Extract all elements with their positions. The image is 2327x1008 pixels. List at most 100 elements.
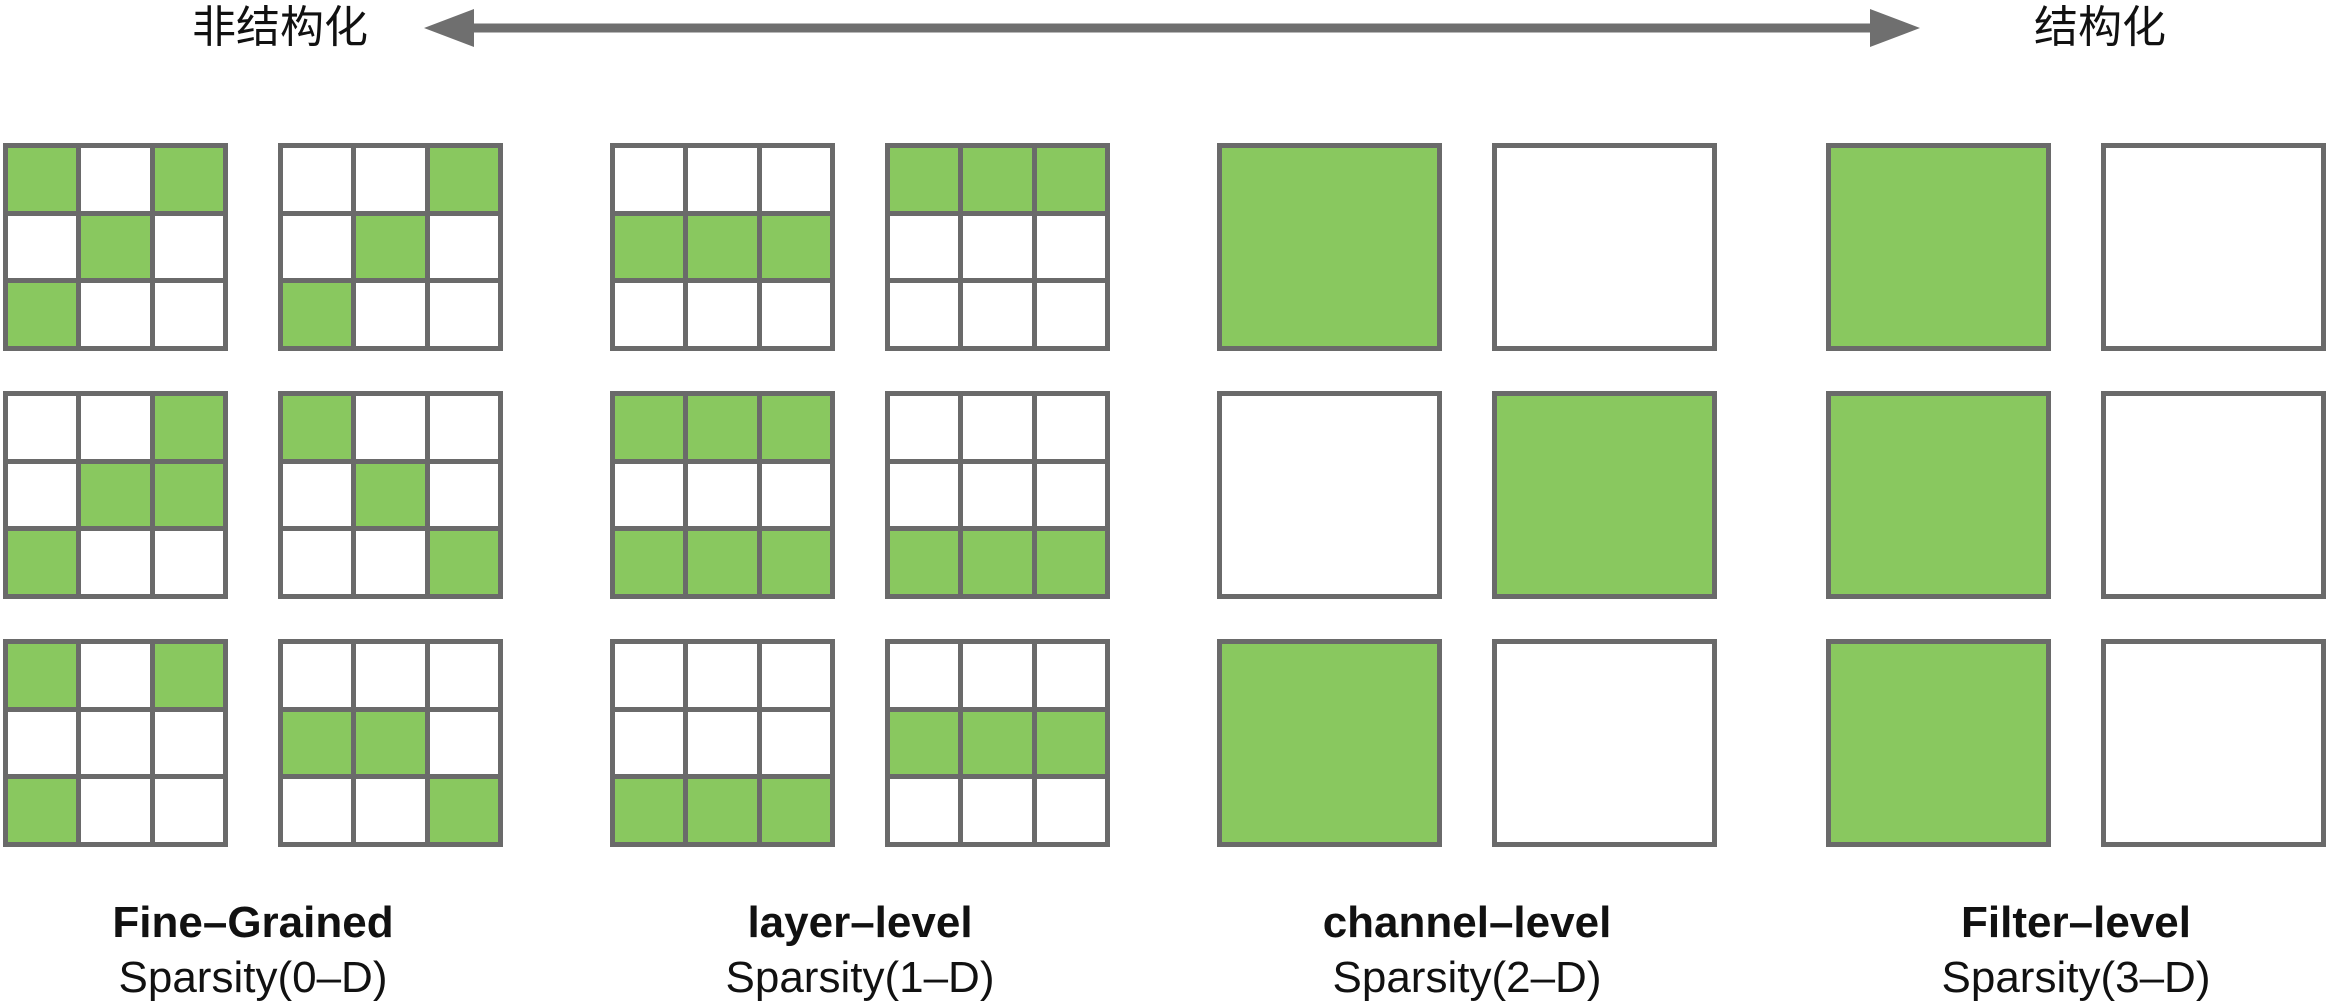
filled-weight-cell [761,779,830,842]
empty-weight-cell [1036,779,1105,842]
empty-weight-cell [8,396,77,459]
filled-weight-cell [8,148,77,211]
empty-weight-cell [2106,396,2321,594]
filled-weight-cell [429,531,498,594]
filter-level-tile-r3-c2 [2101,639,2326,847]
filled-weight-cell [1497,396,1712,594]
layer-level-tile-r1-c1 [610,143,835,351]
empty-weight-cell [615,148,684,211]
empty-weight-cell [688,711,757,775]
empty-weight-cell [154,531,223,594]
filled-weight-cell [283,283,352,346]
empty-weight-cell [2106,148,2321,346]
filter-level-tiles [1826,143,2326,847]
filled-weight-cell [429,148,498,211]
empty-weight-cell [963,215,1032,279]
filled-weight-cell [8,644,77,707]
empty-weight-cell [963,463,1032,527]
filled-weight-cell [283,396,352,459]
empty-weight-cell [81,531,150,594]
filled-weight-cell [688,531,757,594]
channel-level-tile-r1-c1 [1217,143,1442,351]
empty-weight-cell [890,779,959,842]
empty-weight-cell [283,148,352,211]
channel-level-tile-r2-c1 [1217,391,1442,599]
filled-weight-cell [1222,148,1437,346]
filled-weight-cell [688,396,757,459]
filled-weight-cell [356,215,425,279]
empty-weight-cell [1036,463,1105,527]
empty-weight-cell [8,215,77,279]
layer-level-title: layer–level [747,898,973,947]
empty-weight-cell [154,779,223,842]
filled-weight-cell [154,396,223,459]
filled-weight-cell [963,531,1032,594]
filled-weight-cell [8,283,77,346]
empty-weight-cell [154,215,223,279]
empty-weight-cell [963,779,1032,842]
empty-weight-cell [688,148,757,211]
filled-weight-cell [1036,711,1105,775]
filled-weight-cell [963,148,1032,211]
empty-weight-cell [429,463,498,527]
empty-weight-cell [890,396,959,459]
empty-weight-cell [761,711,830,775]
empty-weight-cell [283,215,352,279]
fine-grained-tile-r1-c1 [3,143,228,351]
filter-level-tile-r2-c2 [2101,391,2326,599]
filled-weight-cell [615,531,684,594]
fine-grained-tiles [3,143,503,847]
empty-weight-cell [615,283,684,346]
empty-weight-cell [283,644,352,707]
filled-weight-cell [81,215,150,279]
filled-weight-cell [615,396,684,459]
empty-weight-cell [356,283,425,346]
filled-weight-cell [154,148,223,211]
filled-weight-cell [356,711,425,775]
empty-weight-cell [1036,215,1105,279]
empty-weight-cell [1036,644,1105,707]
filled-weight-cell [154,644,223,707]
empty-weight-cell [429,711,498,775]
filled-weight-cell [154,463,223,527]
empty-weight-cell [429,215,498,279]
layer-level-tile-r3-c2 [885,639,1110,847]
empty-weight-cell [761,644,830,707]
empty-weight-cell [154,283,223,346]
fine-grained-tile-r3-c2 [278,639,503,847]
fine-grained-tile-r2-c2 [278,391,503,599]
empty-weight-cell [81,283,150,346]
empty-weight-cell [81,644,150,707]
empty-weight-cell [283,531,352,594]
filled-weight-cell [615,779,684,842]
fine-grained-tile-r2-c1 [3,391,228,599]
empty-weight-cell [963,396,1032,459]
fine-grained-tile-r3-c1 [3,639,228,847]
empty-weight-cell [688,644,757,707]
empty-weight-cell [81,148,150,211]
empty-weight-cell [2106,644,2321,842]
empty-weight-cell [890,215,959,279]
filled-weight-cell [688,215,757,279]
empty-weight-cell [81,779,150,842]
unstructured-label: 非结构化 [192,3,368,52]
fine-grained-tile-r1-c2 [278,143,503,351]
channel-level-tile-r2-c2 [1492,391,1717,599]
filled-weight-cell [429,779,498,842]
empty-weight-cell [429,644,498,707]
empty-weight-cell [429,283,498,346]
layer-level-tiles [610,143,1110,847]
empty-weight-cell [615,644,684,707]
channel-level-tile-r3-c1 [1217,639,1442,847]
empty-weight-cell [1222,396,1437,594]
layer-level-tile-r2-c1 [610,391,835,599]
filled-weight-cell [688,779,757,842]
empty-weight-cell [356,531,425,594]
filled-weight-cell [615,215,684,279]
empty-weight-cell [154,711,223,775]
